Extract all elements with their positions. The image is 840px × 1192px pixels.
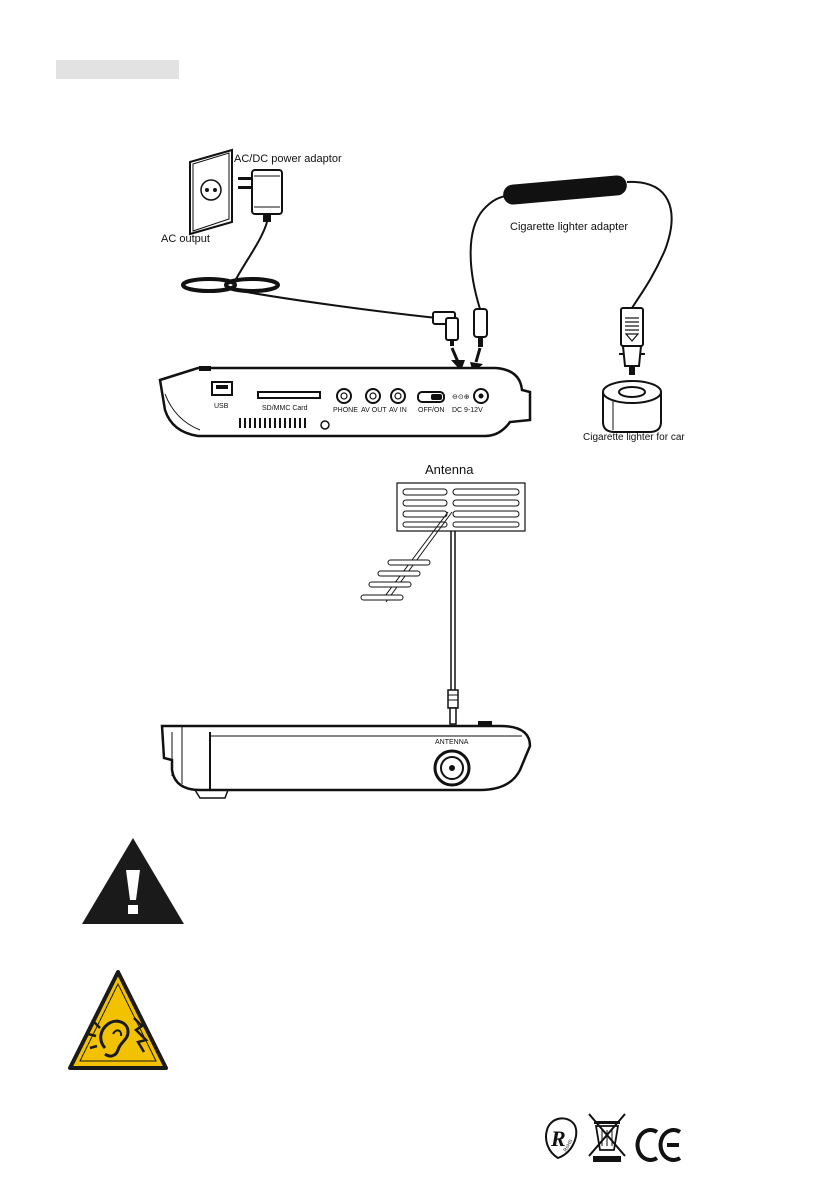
dc-input-label: DC 9-12V	[452, 407, 483, 414]
dc-plug-angled	[433, 312, 458, 346]
cigarette-adapter-label: Cigarette lighter adapter	[510, 221, 628, 233]
device-antenna-side	[162, 721, 530, 798]
device-port-panel: ⊖⊙⊕	[160, 366, 530, 436]
antenna-title: Antenna	[425, 462, 474, 477]
rohs-icon: R RoHS	[546, 1118, 576, 1158]
phone-jack-label: PHONE	[333, 407, 358, 414]
cigarette-lighter-adapter	[471, 175, 672, 375]
coiled-cable	[183, 222, 437, 318]
av-in-label: AV IN	[389, 407, 407, 414]
antenna-icon	[361, 483, 525, 724]
av-out-label: AV OUT	[361, 407, 387, 414]
car-lighter-socket	[603, 381, 661, 432]
usb-port-label: USB	[214, 403, 229, 410]
ce-mark-icon	[638, 1130, 680, 1160]
ac-dc-adaptor	[238, 170, 282, 222]
car-lighter-label: Cigarette lighter for car	[583, 432, 685, 443]
ac-dc-adaptor-label: AC/DC power adaptor	[234, 153, 342, 165]
hearing-damage-warning-icon	[70, 972, 166, 1068]
power-switch-label: OFF/ON	[418, 407, 444, 414]
ac-output-label: AC output	[161, 233, 210, 245]
wall-socket-icon	[190, 150, 232, 234]
warning-exclamation-icon	[82, 838, 184, 924]
weee-bin-icon	[589, 1114, 625, 1162]
antenna-port-label: ANTENNA	[435, 739, 469, 746]
card-slot-label: SD/MMC Card	[262, 405, 308, 412]
svg-text:⊖⊙⊕: ⊖⊙⊕	[452, 394, 470, 401]
